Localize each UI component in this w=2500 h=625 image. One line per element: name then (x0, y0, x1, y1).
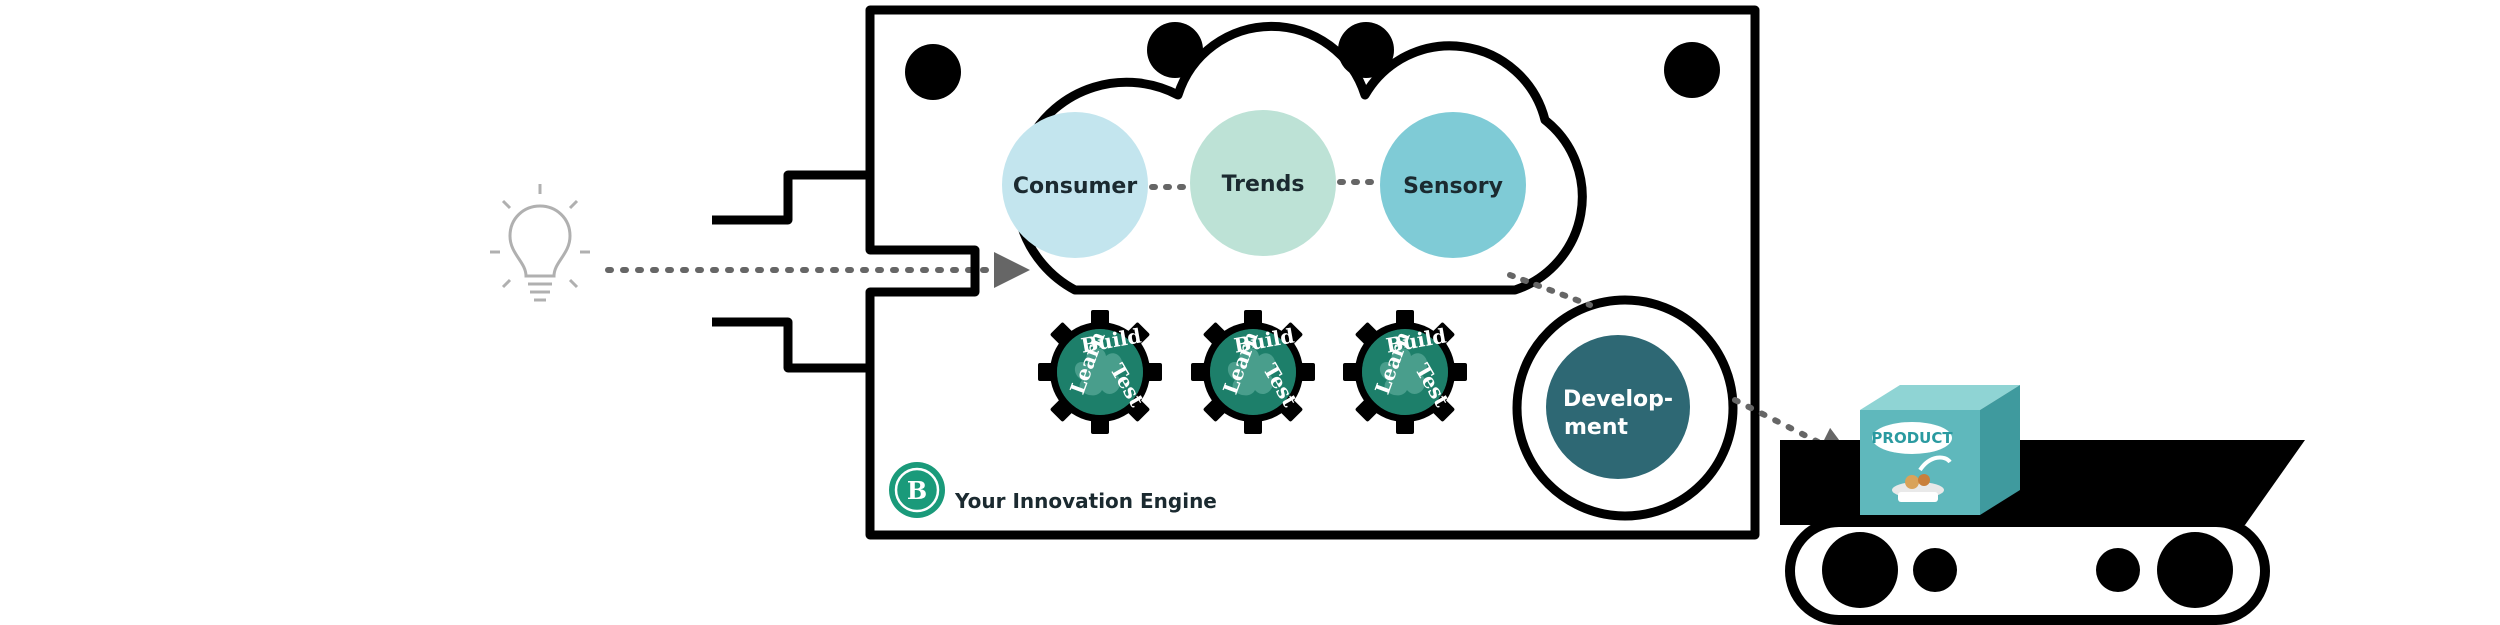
stage-development: Develop- ment (1546, 335, 1690, 479)
gear-learn-build-test-3: Learn Build Test (1343, 310, 1467, 434)
conveyor-belt (1780, 440, 2305, 625)
development-label-line1: Develop- (1563, 387, 1673, 412)
gear-learn-build-test-2: Learn Build Test (1191, 310, 1315, 434)
product-flow-arrow (1732, 397, 1855, 461)
product-box: PRODUCT (1860, 385, 2020, 515)
gear-learn-build-test-1: Learn Build Test (1038, 310, 1162, 434)
engine-caption: Your Innovation Engine (954, 489, 1217, 513)
product-label: PRODUCT (1871, 429, 1953, 447)
engine-bolts (905, 22, 1720, 100)
development-label-line2: ment (1564, 415, 1629, 440)
stage-trends: Trends (1190, 110, 1336, 256)
lightbulb-icon (490, 184, 590, 302)
logo-letter: B (907, 476, 927, 505)
stage-label: Sensory (1403, 174, 1503, 199)
stage-consumer: Consumer (1002, 112, 1148, 258)
stage-label: Trends (1222, 172, 1305, 197)
stage-connectors (1149, 179, 1593, 308)
stage-sensory: Sensory (1380, 112, 1526, 258)
stage-label: Consumer (1013, 174, 1138, 199)
brand-logo-icon: B (889, 462, 945, 518)
